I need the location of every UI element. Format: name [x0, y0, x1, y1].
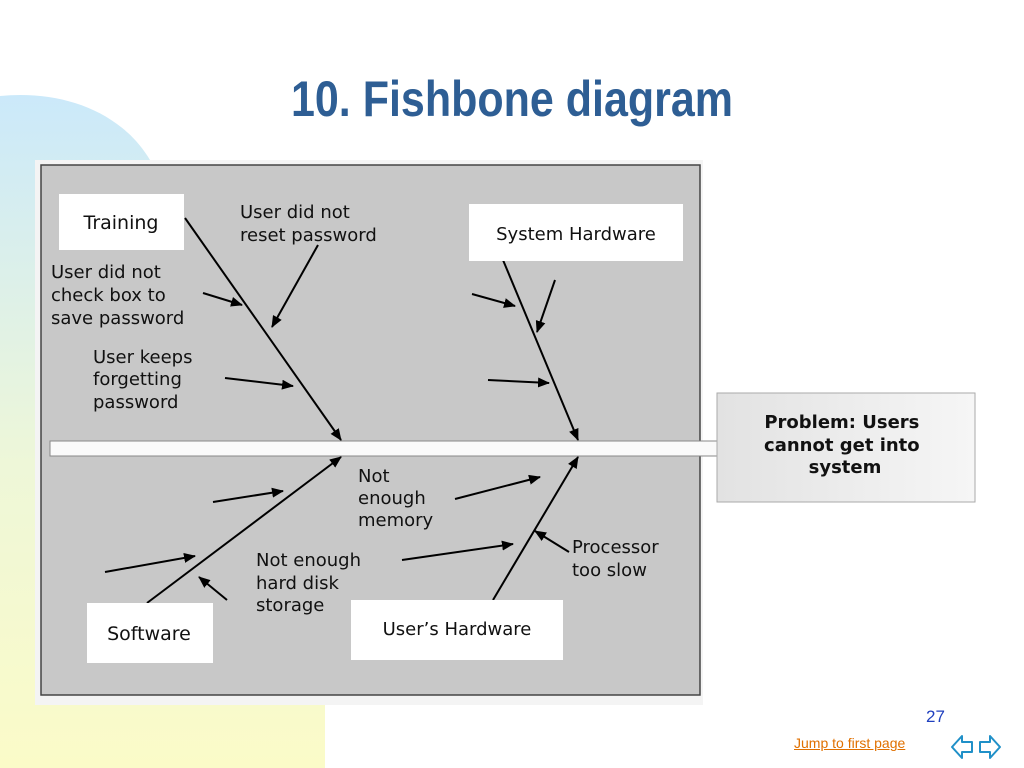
problem-text: Problem: Users cannot get into system [764, 412, 926, 478]
processor-arrow [534, 530, 570, 553]
cause-reset-password: User did not reset password [240, 202, 377, 246]
previous-arrow-icon[interactable] [951, 735, 973, 759]
reset-password-arrow [271, 244, 319, 328]
cause-check-box: User did not check box to save password [51, 262, 184, 329]
category-training: Training [83, 212, 159, 234]
hard-disk-arrow [401, 540, 514, 561]
nav-arrows [951, 735, 1001, 759]
problem-box [716, 392, 976, 503]
category-box-users-hardware [351, 600, 563, 660]
software-cause-arrow-3 [198, 576, 228, 601]
system-hw-cause-arrow-2 [535, 279, 556, 333]
slide-title: 10. Fishbone diagram [290, 71, 734, 127]
system-hardware-bone [502, 259, 579, 441]
training-bone [184, 217, 342, 441]
memory-arrow [454, 474, 541, 500]
spine [49, 440, 719, 457]
category-box-training [59, 194, 184, 250]
cause-processor: Processor too slow [572, 537, 664, 581]
category-users-hardware: User’s Hardware [383, 619, 532, 640]
jump-to-first-page-link[interactable]: Jump to first page [794, 735, 906, 751]
software-bone [146, 456, 342, 604]
category-box-software [87, 603, 213, 663]
page-number: 27 [926, 707, 945, 726]
next-arrow-icon[interactable] [979, 735, 1001, 759]
cause-hard-disk: Not enough hard disk storage [256, 550, 367, 616]
system-hw-cause-arrow-3 [487, 377, 550, 388]
forgetting-arrow [224, 377, 294, 390]
users-hardware-bone [492, 456, 579, 601]
cause-forgetting: User keeps forgetting password [93, 347, 198, 413]
fishbone-diagram: Problem: Users cannot get into system Tr… [35, 160, 980, 710]
category-system-hardware: System Hardware [496, 224, 656, 245]
system-hw-cause-arrow-1 [471, 293, 516, 308]
cause-memory: Not enough memory [358, 466, 434, 531]
fishbone-svg: Problem: Users cannot get into system Tr… [35, 160, 976, 705]
category-box-system-hardware [469, 204, 683, 261]
software-cause-arrow-1 [212, 487, 284, 503]
check-box-arrow [202, 292, 243, 307]
category-software: Software [107, 623, 191, 645]
software-cause-arrow-2 [104, 553, 196, 573]
